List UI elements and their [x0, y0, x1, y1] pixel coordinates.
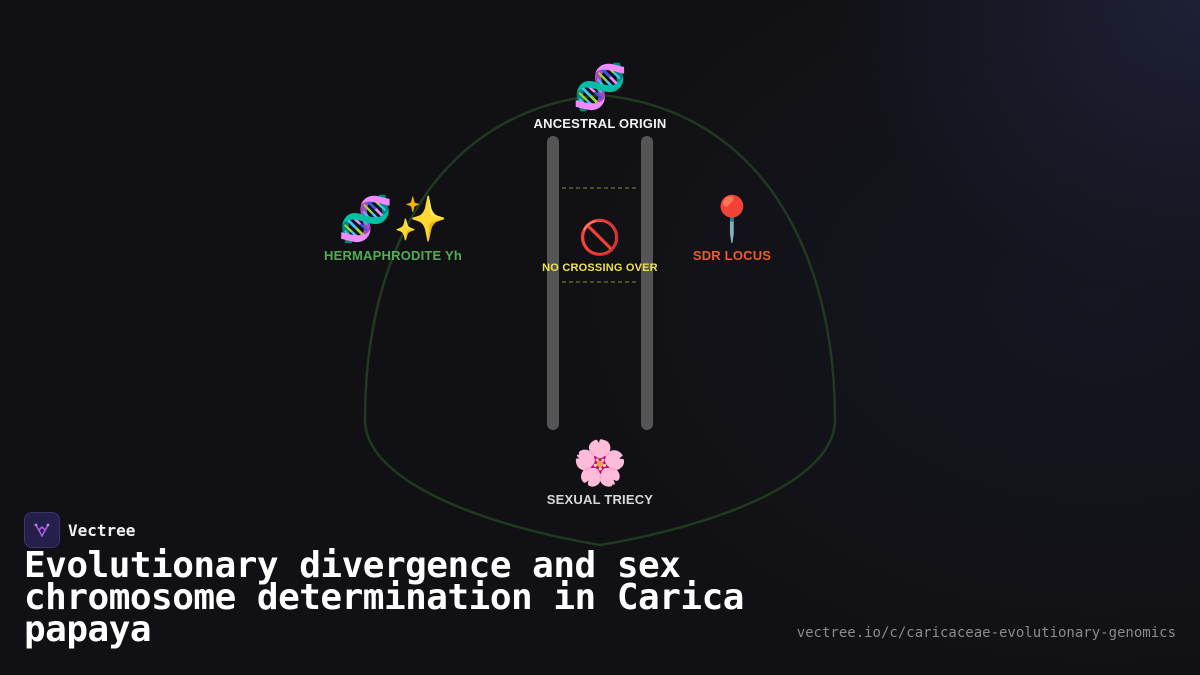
dna-icon: 🧬 — [572, 63, 628, 112]
pin-icon: 📍 — [704, 195, 760, 244]
ancestral-origin-label: ANCESTRAL ORIGIN — [533, 116, 667, 131]
flower-icon: 🌸 — [572, 439, 628, 488]
diagram-outline — [363, 93, 837, 547]
hermaphrodite-label: HERMAPHRODITE Yh — [323, 248, 463, 263]
node-sdr-locus: 📍 SDR LOCUS — [692, 195, 772, 264]
no-crossing-over-label: NO CROSSING OVER — [542, 262, 658, 274]
node-no-crossing-over: 🚫 NO CROSSING OVER — [542, 218, 658, 274]
sexual-triecy-label: SEXUAL TRIECY — [546, 492, 654, 507]
sdr-locus-label: SDR LOCUS — [692, 248, 772, 263]
dna-sparkles-icon: 🧬✨ — [338, 195, 448, 244]
page-title: Evolutionary divergence and sex chromoso… — [24, 545, 744, 650]
chromosome-left — [547, 136, 559, 430]
chromosome-right — [641, 136, 653, 430]
brand: Vectree — [24, 512, 135, 548]
node-sexual-triecy: 🌸 SEXUAL TRIECY — [546, 439, 654, 508]
prohibited-icon: 🚫 — [578, 219, 622, 257]
node-hermaphrodite: 🧬✨ HERMAPHRODITE Yh — [323, 195, 463, 264]
brand-name: Vectree — [68, 520, 136, 540]
source-url: vectree.io/c/caricaceae-evolutionary-gen… — [796, 625, 1176, 641]
vectree-logo-icon — [24, 512, 60, 548]
node-ancestral-origin: 🧬 ANCESTRAL ORIGIN — [533, 63, 667, 132]
